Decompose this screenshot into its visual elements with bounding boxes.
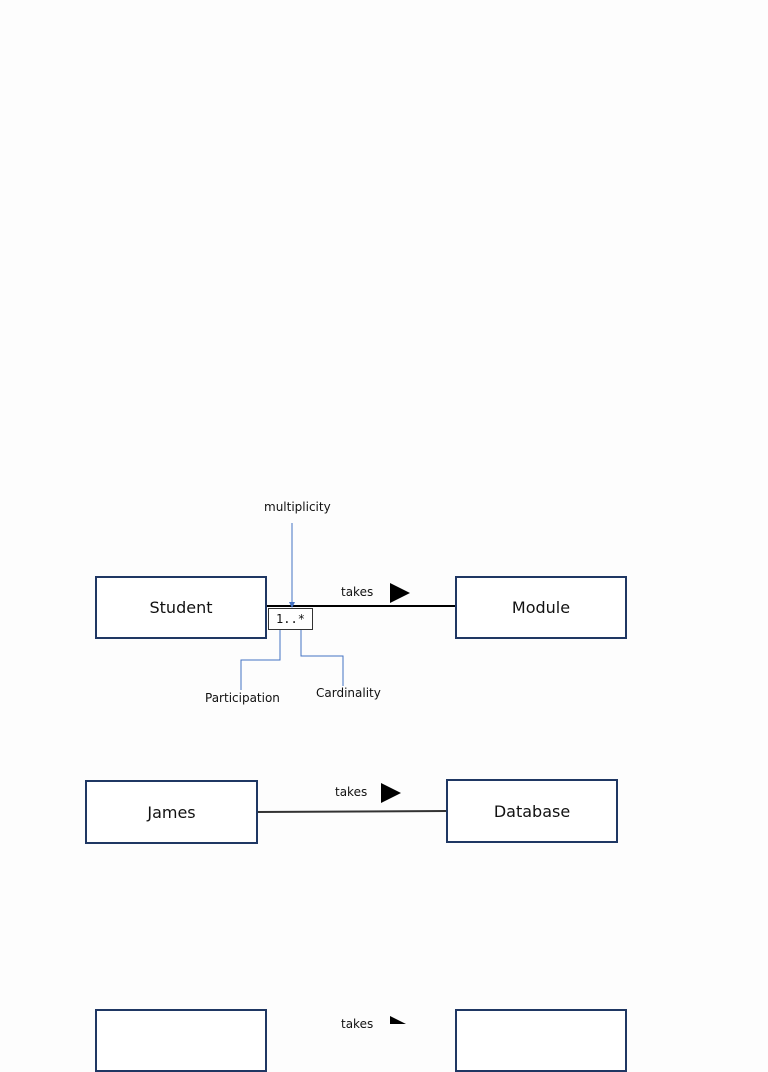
class-box-partial-left[interactable] [95, 1009, 267, 1072]
diagram-connectors [240, 523, 456, 1024]
class-box-module[interactable]: Module [455, 576, 627, 639]
direction-arrow-icon [390, 1016, 406, 1024]
class-box-james[interactable]: James [85, 780, 258, 844]
direction-arrow-icon [381, 783, 401, 803]
class-box-database[interactable]: Database [446, 779, 618, 843]
class-name: Student [149, 598, 213, 617]
relation-label: takes [341, 1017, 374, 1031]
annotation-participation: Participation [205, 691, 280, 705]
class-box-student[interactable]: Student [95, 576, 267, 639]
multiplicity-arrow-icon [289, 602, 295, 608]
participation-pointer-line [240, 624, 281, 690]
cardinality-pointer-line [300, 627, 344, 686]
multiplicity-value: 1..* [268, 608, 313, 630]
relation-label: takes [341, 585, 374, 599]
direction-arrow-icon [390, 583, 410, 603]
class-name: Module [511, 598, 571, 617]
class-name: James [147, 802, 196, 822]
class-box-partial-right[interactable] [455, 1009, 627, 1072]
class-name: Database [493, 801, 571, 821]
annotation-multiplicity: multiplicity [264, 500, 331, 514]
relation-label: takes [335, 785, 368, 799]
association-line-james-database [256, 810, 448, 813]
annotation-cardinality: Cardinality [316, 686, 381, 700]
